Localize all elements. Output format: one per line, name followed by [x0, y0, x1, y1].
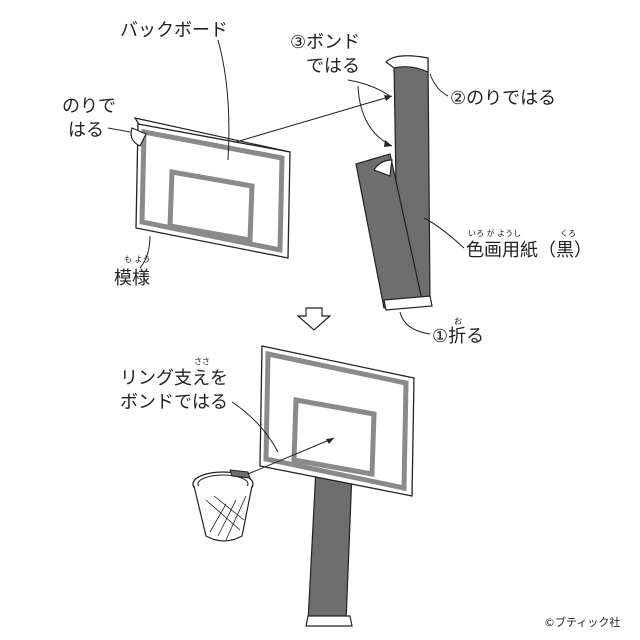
label-glue-left-line1: のりで	[62, 96, 116, 117]
leader-glue-right	[429, 73, 449, 97]
stand-fold-base	[383, 295, 433, 311]
leader-ring	[231, 401, 279, 453]
stand-front-curl	[373, 159, 393, 177]
basket-net-lines	[205, 495, 247, 541]
arrow-ring-to-board	[247, 437, 335, 475]
hoop-post	[307, 467, 353, 623]
arrow-backboard-to-stand	[235, 95, 393, 143]
ring-support	[229, 469, 251, 479]
arrowhead-bond	[384, 140, 392, 147]
basket-net	[192, 469, 254, 542]
backboard-curl	[130, 127, 147, 147]
leader-backboard	[217, 39, 230, 161]
label-fold-ruby: お	[454, 317, 462, 326]
label-ring-line1: リング支えを	[120, 368, 228, 389]
assembled-hoop	[259, 345, 415, 627]
label-paper: 色画用紙（黒）	[466, 240, 592, 261]
label-bond-line2: ではる	[306, 56, 360, 77]
hoop-post-base	[305, 615, 353, 627]
label-pattern-ruby: も よう	[124, 255, 151, 264]
paper-stand	[355, 55, 433, 311]
leader-bond-2	[357, 85, 393, 147]
leader-bond-1	[347, 79, 391, 97]
label-ring-ruby: ささ	[194, 357, 210, 366]
backboard-target-square	[167, 169, 255, 243]
backboard-frame-pattern	[139, 128, 285, 254]
label-glue-left-line2: はる	[68, 120, 104, 141]
backboard-top	[130, 117, 291, 259]
label-pattern: 模様	[114, 268, 150, 289]
label-ring-line2: ボンドではる	[120, 392, 228, 413]
leader-fold	[399, 311, 431, 335]
label-glue-right: ②のりではる	[450, 88, 556, 109]
label-fold: ①折る	[432, 326, 484, 347]
leader-pattern	[139, 235, 151, 269]
hollow-down-arrow-icon	[296, 307, 332, 331]
label-paper-ruby-kuro: くろ	[560, 229, 576, 238]
leader-glue-left	[107, 127, 131, 133]
hoop-backboard-frame	[263, 350, 409, 492]
stand-top-flap	[385, 55, 429, 73]
label-bond-line1: ③ボンド	[290, 32, 360, 53]
hoop-target-square	[291, 397, 377, 477]
leader-paper	[423, 217, 465, 249]
label-paper-ruby: いろ が ようし	[468, 228, 521, 238]
basket-body	[193, 485, 253, 542]
label-backboard: バックボード	[120, 20, 228, 41]
copyright-credit: ©ブティック社	[544, 615, 620, 629]
